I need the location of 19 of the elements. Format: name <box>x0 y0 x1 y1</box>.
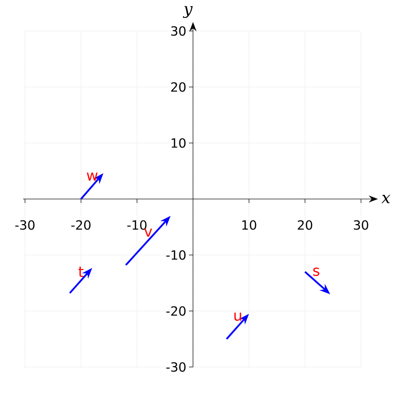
tick-label: 30 <box>171 26 186 36</box>
vector-label: s <box>313 268 320 276</box>
tick-label: -30 <box>15 220 34 230</box>
vector-label: v <box>144 228 152 237</box>
tick-label: 30 <box>354 220 368 230</box>
tick-label: 10 <box>172 138 186 148</box>
tick-label: 10 <box>242 220 256 230</box>
tick-label: -10 <box>127 220 146 230</box>
axis-label: y <box>182 6 193 18</box>
tick-label: 20 <box>171 82 186 92</box>
tick-label: -20 <box>166 306 186 316</box>
tick-label: -20 <box>71 220 90 230</box>
tick-label: 20 <box>298 220 312 230</box>
tick-label: -10 <box>166 250 186 260</box>
tick-label: -30 <box>166 362 186 372</box>
vector-label: u <box>234 312 242 321</box>
vector-label: t <box>78 266 84 277</box>
vector-label: w <box>86 172 98 181</box>
axis-label: x <box>382 194 390 204</box>
